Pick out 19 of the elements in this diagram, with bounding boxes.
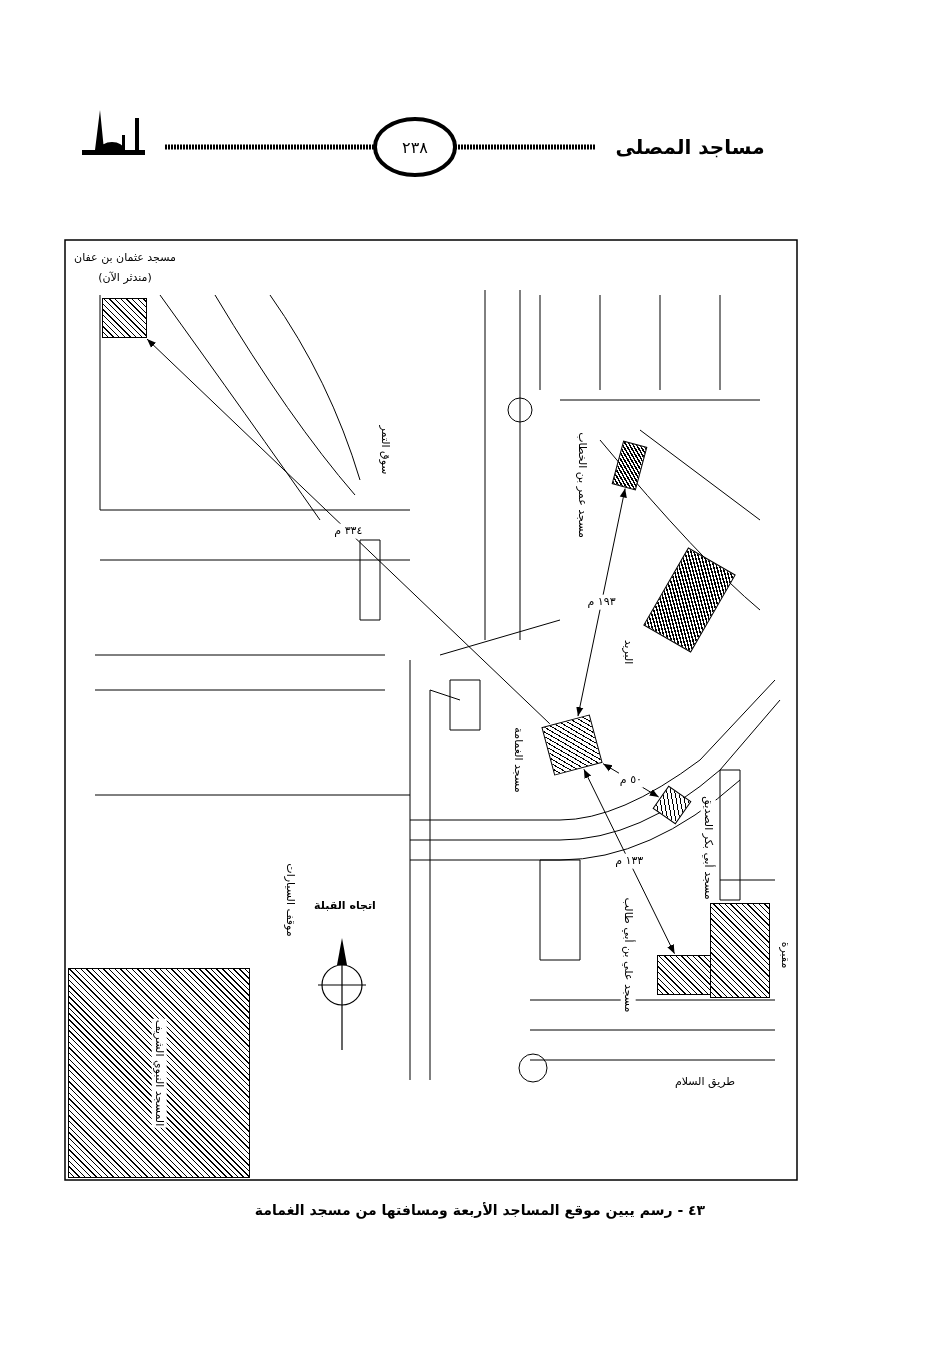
arrow xyxy=(146,338,551,725)
edge-label: ٥٠ م xyxy=(618,773,643,788)
arrow xyxy=(583,768,675,955)
building-label: مسجد علي بن أبي طالب xyxy=(620,896,636,1014)
map-label: سوق التمر xyxy=(377,424,393,476)
map-label: موقف السيارات xyxy=(282,862,298,938)
edge-label: ١٩٣ م xyxy=(586,595,617,610)
building-label: (مندثر الآن) xyxy=(97,270,153,286)
edge-label: ١٣٣ م xyxy=(614,854,645,869)
edge-label: ٣٣٤ م xyxy=(333,524,364,539)
building-label: المسجد النبوي الشريف xyxy=(151,1018,167,1128)
map-label: طريق السلام xyxy=(673,1074,737,1090)
building-label: مسجد أبي بكر الصديق xyxy=(700,795,716,901)
arrow xyxy=(576,488,627,717)
building-label: مسجد عمر بن الخطاب xyxy=(574,431,590,539)
building-label: البريد xyxy=(620,638,636,666)
building-label: مسجد الغمامة xyxy=(510,726,526,794)
building-label: مسجد عثمان بن عفان xyxy=(73,250,177,266)
caption: ٤٣ - رسم يبين موقع المساجد الأربعة ومسافتها من مسجد الغمامة xyxy=(253,1201,707,1219)
